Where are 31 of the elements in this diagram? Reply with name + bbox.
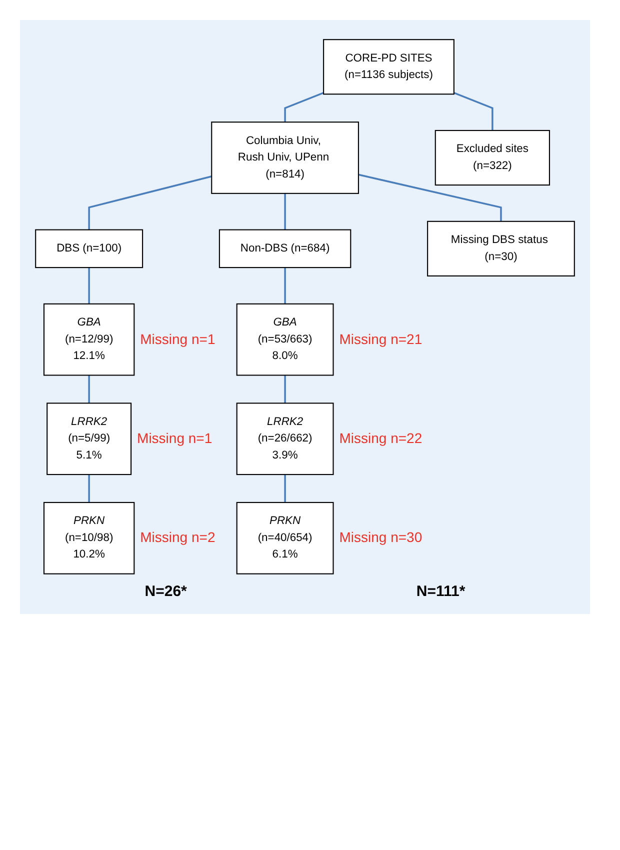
node-box: Excluded sites (n=322) (434, 130, 550, 186)
connector (284, 193, 286, 230)
connector (88, 375, 90, 404)
node-box: Non-DBS (n=684) (218, 229, 352, 268)
missing-count: Missing n=2 (140, 529, 216, 546)
missing-count: Missing n=1 (137, 430, 212, 446)
missing-count: Missing n=21 (339, 330, 422, 347)
node-box: PRKN (n=40/654) 6.1% (236, 502, 334, 574)
total-count: N=26* (144, 583, 187, 600)
node-box: Missing DBS status (n=30) (427, 220, 575, 276)
node-box: GBA (n=53/663) 8.0% (236, 303, 334, 376)
missing-count: Missing n=1 (140, 330, 216, 347)
connector (88, 474, 90, 502)
node-box: PRKN (n=10/98) 10.2% (43, 502, 135, 574)
connector (284, 375, 286, 404)
missing-count: Missing n=22 (339, 430, 422, 446)
node-box: LRRK2 (n=5/99) 5.1% (46, 402, 132, 476)
connector (358, 174, 502, 222)
connector (88, 176, 212, 230)
node-box: DBS (n=100) (35, 229, 144, 268)
missing-count: Missing n=30 (339, 529, 422, 546)
connector (284, 474, 286, 502)
connector (454, 92, 494, 130)
node-box: Columbia Univ, Rush Univ, UPenn (n=814) (211, 122, 359, 194)
node-box: GBA (n=12/99) 12.1% (43, 303, 135, 376)
connector (88, 268, 90, 304)
node-box: CORE-PD SITES (n=1136 subjects) (323, 39, 454, 95)
connector (284, 268, 286, 304)
total-count: N=111* (416, 583, 466, 600)
connector (284, 92, 324, 122)
node-box: LRRK2 (n=26/662) 3.9% (236, 402, 334, 476)
